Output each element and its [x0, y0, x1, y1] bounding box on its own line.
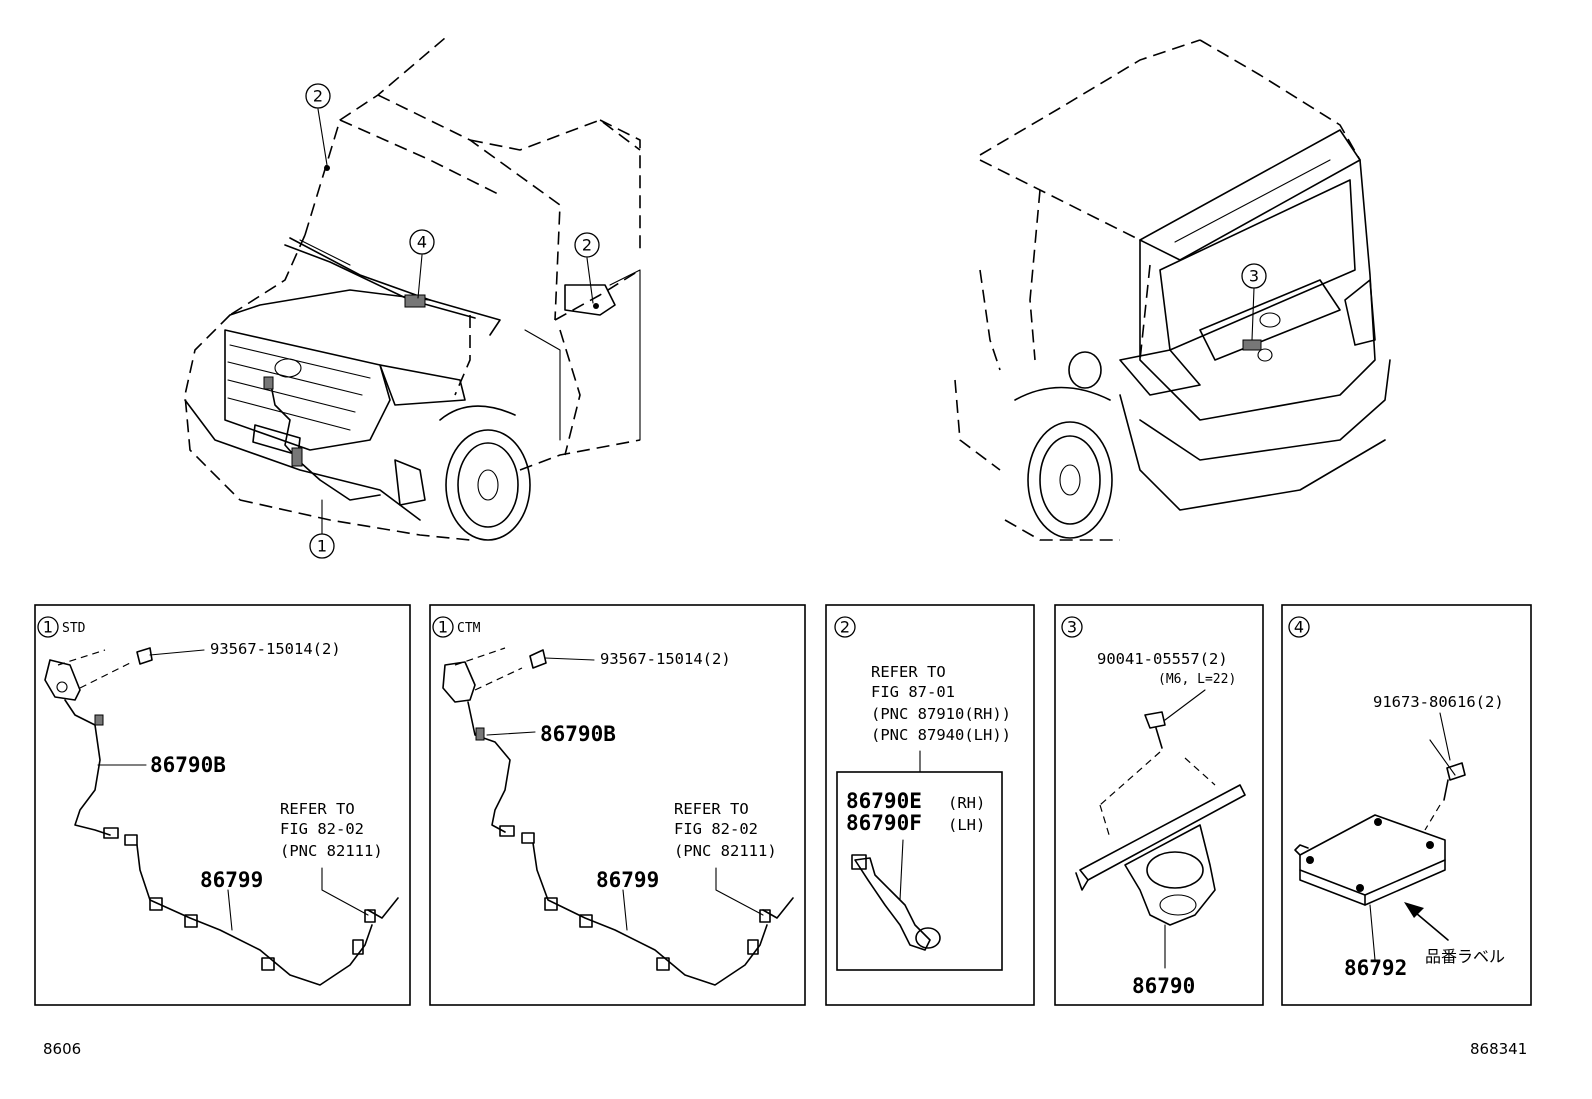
svg-text:86790E: 86790E: [846, 789, 922, 813]
svg-text:REFER TO: REFER TO: [871, 663, 946, 681]
svg-text:(PNC 82111): (PNC 82111): [280, 842, 383, 860]
rear-vehicle-illustration: [954, 39, 1391, 541]
svg-text:4: 4: [1294, 618, 1304, 637]
svg-text:86790: 86790: [1132, 974, 1195, 998]
callout-4-front: 4: [409, 229, 435, 255]
svg-text:(PNC 87910(RH)): (PNC 87910(RH)): [871, 705, 1011, 723]
svg-text:(LH): (LH): [948, 816, 985, 834]
svg-text:3: 3: [1067, 618, 1077, 637]
callout-2-front-right: 2: [574, 232, 600, 258]
svg-text:1: 1: [317, 537, 327, 556]
svg-text:93567-15014(2): 93567-15014(2): [600, 650, 731, 668]
svg-text:86799: 86799: [596, 868, 659, 892]
svg-text:REFER TO: REFER TO: [280, 800, 355, 818]
svg-text:1: 1: [43, 618, 53, 637]
panel-rear-camera: 3 90041-05557(2) (M6, L=22) 86790: [1054, 604, 1264, 1006]
svg-text:86792: 86792: [1344, 956, 1407, 980]
svg-text:(RH): (RH): [948, 794, 985, 812]
svg-text:(M6, L=22): (M6, L=22): [1158, 672, 1236, 687]
svg-text:90041-05557(2): 90041-05557(2): [1097, 650, 1228, 668]
svg-text:86790F: 86790F: [846, 811, 922, 835]
panel-ctm: 1 CTM 93567-15014(2) 86790B 86799 REFER …: [429, 604, 806, 1006]
callout-3-rear: 3: [1241, 263, 1267, 289]
footer-right-code: 868341: [1470, 1040, 1527, 1058]
svg-text:2: 2: [582, 236, 592, 255]
svg-text:86790B: 86790B: [150, 753, 226, 777]
svg-text:REFER TO: REFER TO: [674, 800, 749, 818]
svg-text:STD: STD: [62, 621, 86, 636]
callout-2-front-left: 2: [305, 83, 331, 109]
svg-text:FIG 87-01: FIG 87-01: [871, 683, 955, 701]
panel-mirror-camera: 2 REFER TO FIG 87-01 (PNC 87910(RH)) (PN…: [825, 604, 1035, 1006]
svg-text:93567-15014(2): 93567-15014(2): [210, 640, 341, 658]
svg-text:4: 4: [417, 233, 427, 252]
svg-text:2: 2: [313, 87, 323, 106]
svg-text:品番ラベル: 品番ラベル: [1425, 947, 1505, 966]
svg-text:91673-80616(2): 91673-80616(2): [1373, 693, 1504, 711]
svg-text:1: 1: [438, 618, 448, 637]
panel-std: 1 STD 93567-15014(2) 86790B 86799 REFER …: [34, 604, 411, 1006]
svg-text:86799: 86799: [200, 868, 263, 892]
svg-text:FIG 82-02: FIG 82-02: [280, 820, 364, 838]
svg-text:86790B: 86790B: [540, 722, 616, 746]
svg-text:2: 2: [840, 618, 850, 637]
svg-text:FIG 82-02: FIG 82-02: [674, 820, 758, 838]
callout-1-front: 1: [309, 533, 335, 559]
footer-left-code: 8606: [43, 1040, 81, 1058]
svg-text:3: 3: [1249, 267, 1259, 286]
panel-ecu: 4 91673-80616(2) 86792 品番ラベル: [1281, 604, 1532, 1006]
front-vehicle-illustration: [184, 37, 641, 541]
svg-text:(PNC 87940(LH)): (PNC 87940(LH)): [871, 726, 1011, 744]
svg-text:CTM: CTM: [457, 621, 481, 636]
svg-text:(PNC 82111): (PNC 82111): [674, 842, 777, 860]
